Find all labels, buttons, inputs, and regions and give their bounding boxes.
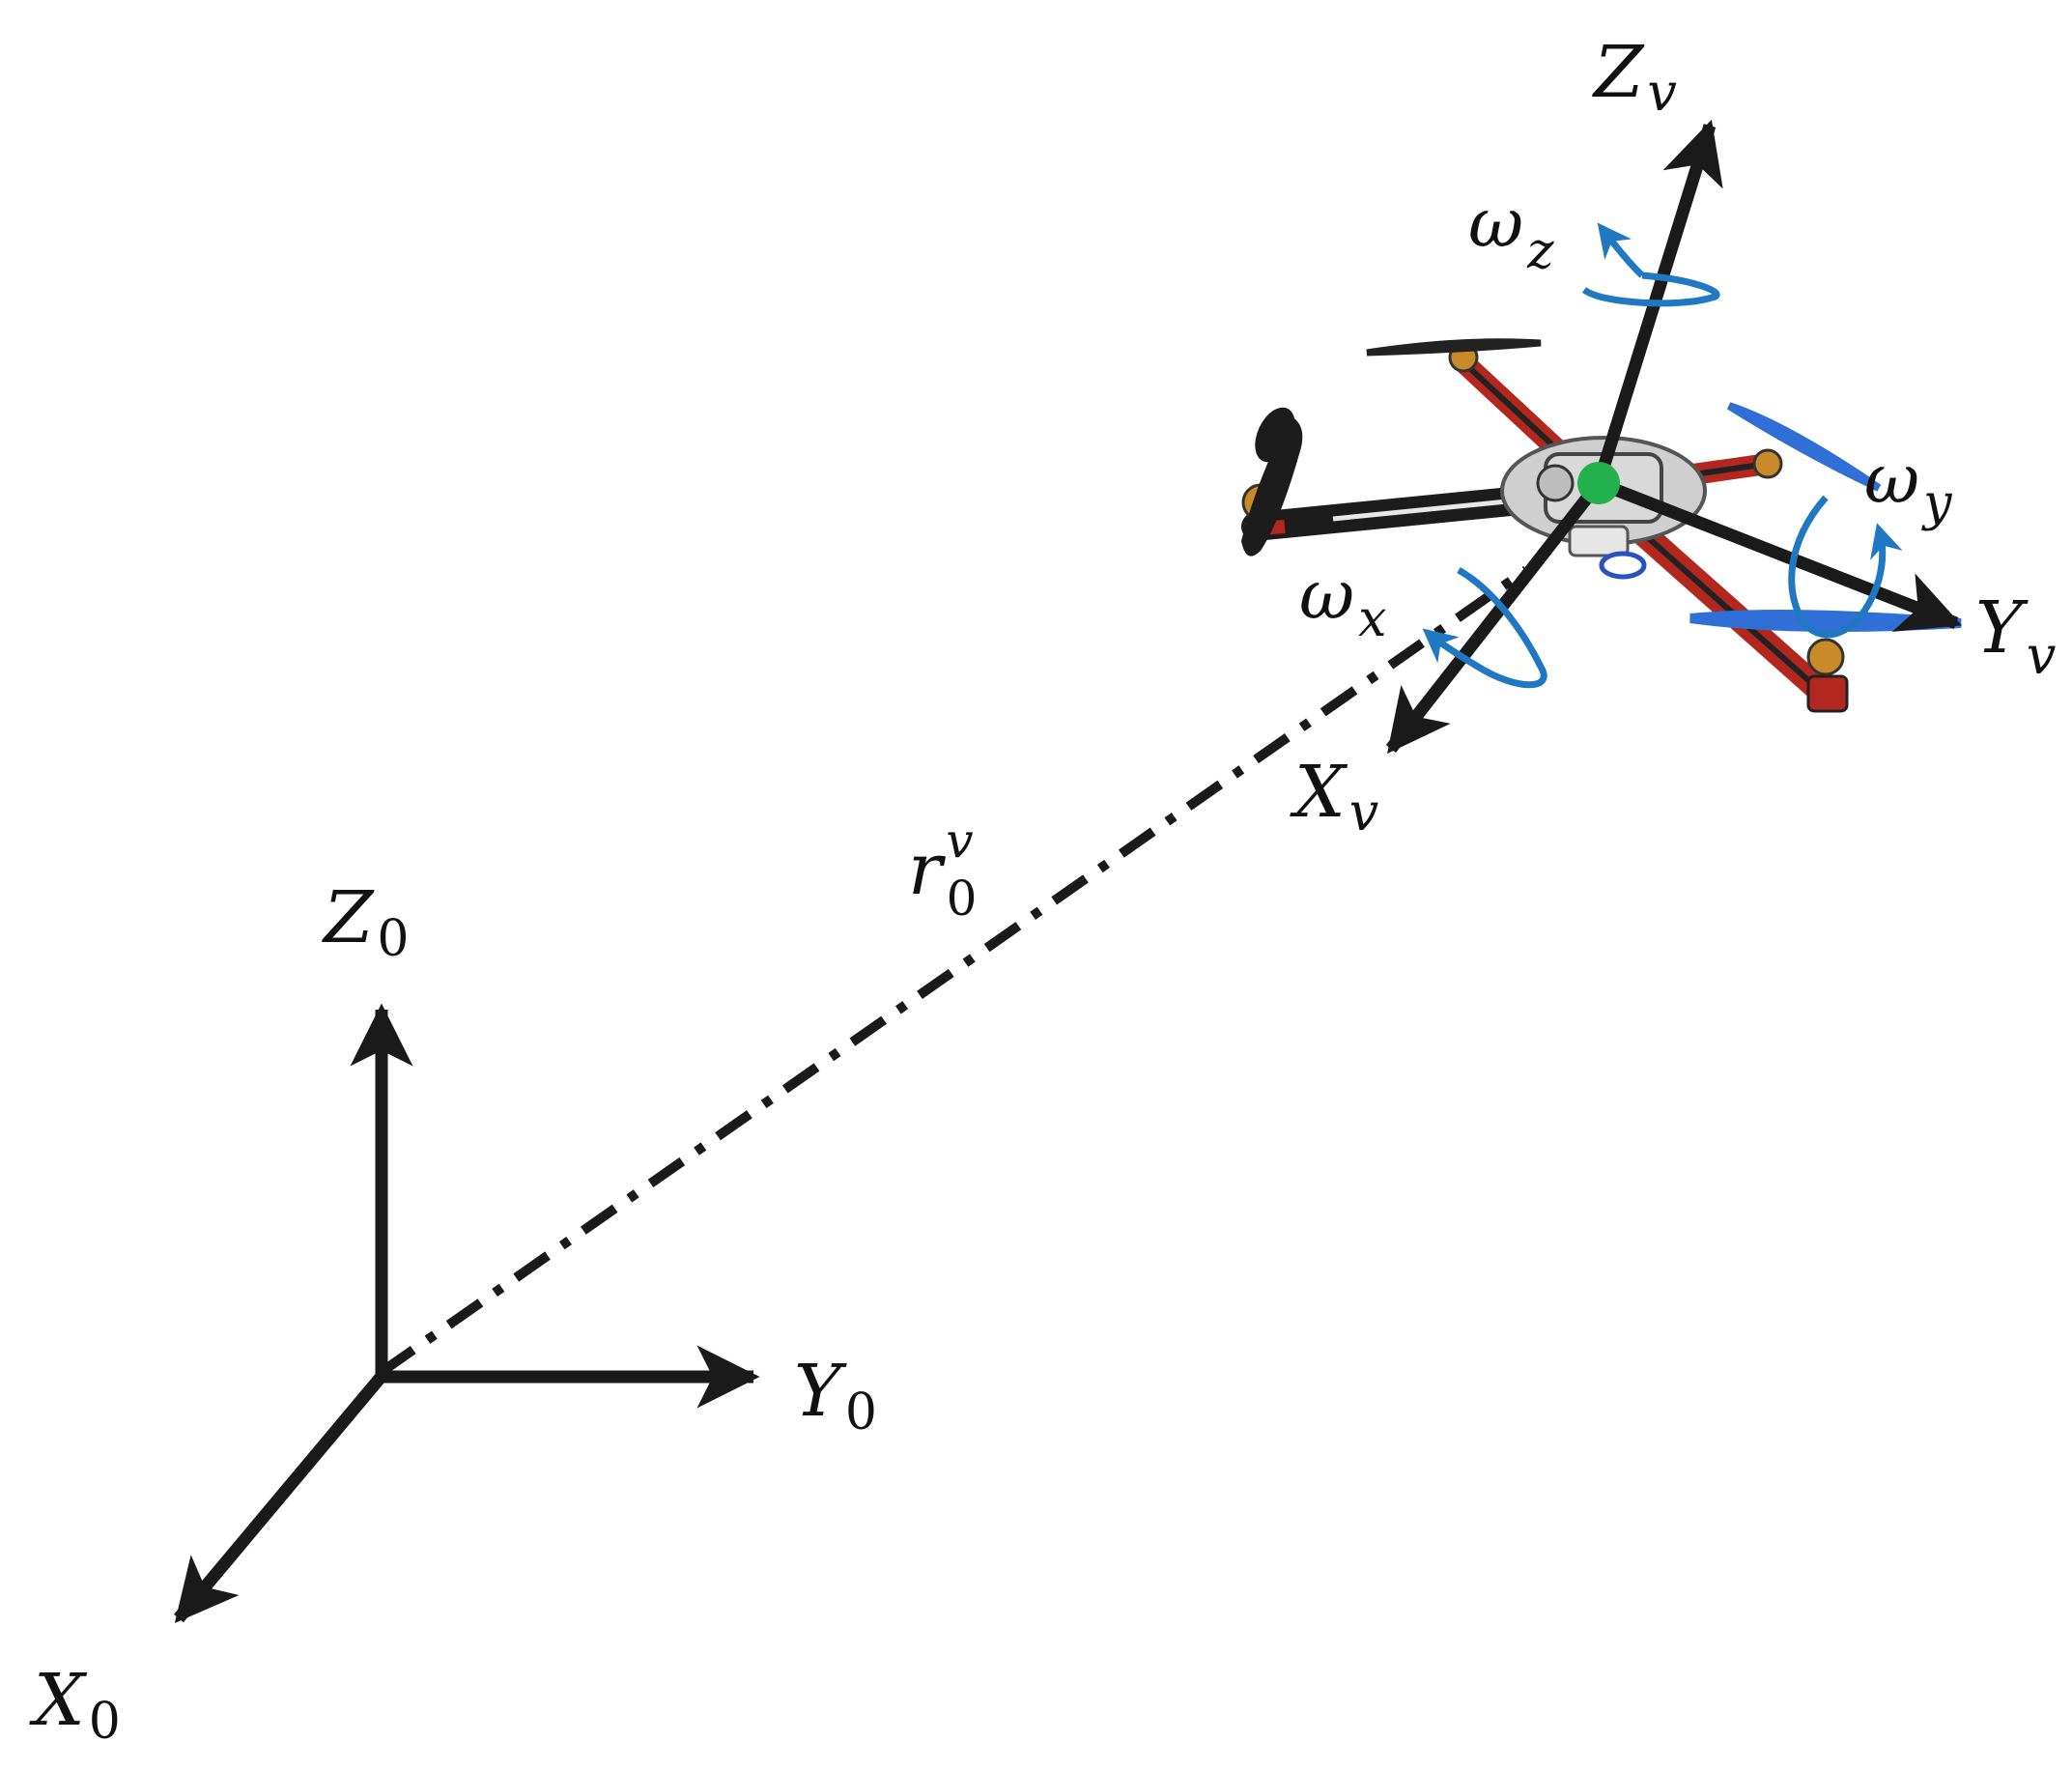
vehicle-z-label: Zv [1592, 31, 1677, 123]
rotation-arrows [1422, 222, 1903, 689]
rotation-z-arrow-head [1597, 222, 1645, 278]
vehicle-x-axis [1385, 478, 1604, 755]
vehicle-y-axis [1596, 476, 1963, 632]
rotation-x-label: ωx [1299, 556, 1386, 648]
rotation-y-label: ωy [1864, 440, 1952, 532]
world-y-label: Y0 [794, 1350, 877, 1442]
rotation-z-arrow [1581, 271, 1720, 307]
rotation-x-arrow [1422, 566, 1547, 689]
rotation-z-label: ωz [1468, 184, 1554, 280]
quadcopter-drone-icon [1241, 338, 1962, 713]
vehicle-y-label: Yv [1975, 586, 2056, 686]
vehicle-x-label: Xv [1290, 751, 1378, 842]
world-z-label: Z0 [322, 876, 410, 968]
center-of-mass-dot-icon [1577, 462, 1620, 504]
world-x-label: X0 [29, 1659, 121, 1751]
world-frame-axes [174, 1003, 760, 1623]
world-x-axis [174, 1369, 388, 1623]
rotation-y-arrow [1788, 495, 1903, 639]
position-vector-line [379, 565, 1529, 1377]
